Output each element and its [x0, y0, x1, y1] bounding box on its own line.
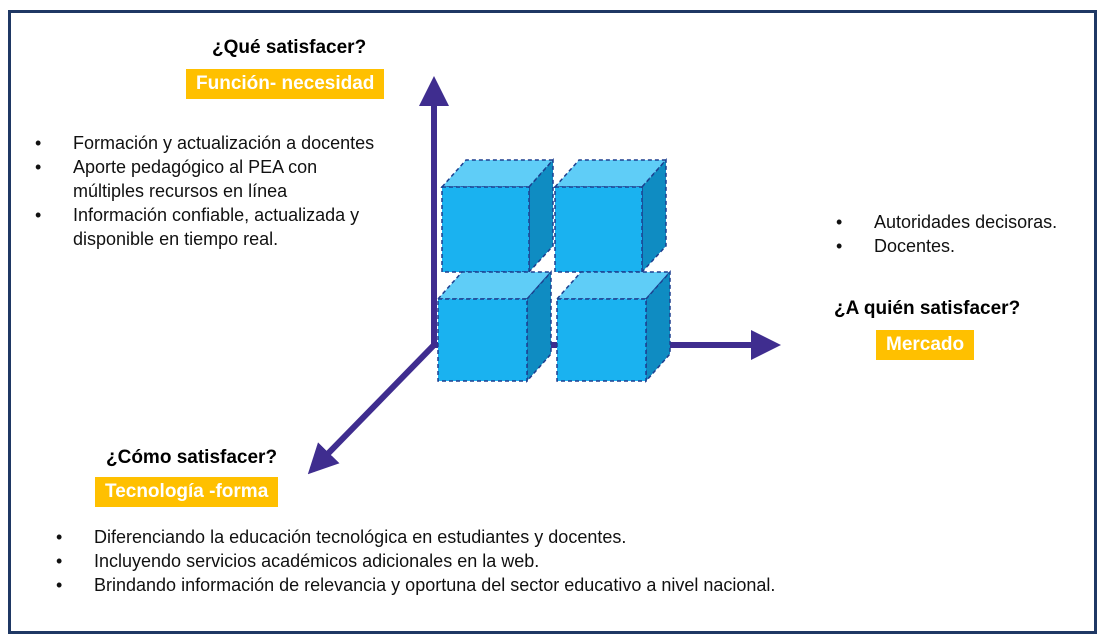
top-axis-question: ¿Qué satisfacer? — [212, 37, 367, 58]
top-axis-tag: Función- necesidad — [186, 69, 385, 99]
cube-top-left — [440, 158, 555, 274]
left-bullet-item: Aporte pedagógico al PEA con múltiples r… — [35, 155, 375, 203]
right-axis-question: ¿A quién satisfacer? — [834, 298, 1021, 319]
bottom-bullet-item: Brindando información de relevancia y op… — [56, 573, 856, 597]
cube-top-right — [553, 158, 668, 274]
right-bullet-list: Autoridades decisoras. Docentes. — [836, 210, 1106, 258]
right-bullet-item: Autoridades decisoras. — [836, 210, 1106, 234]
bottom-bullet-item: Diferenciando la educación tecnológica e… — [56, 525, 856, 549]
bottom-bullet-list: Diferenciando la educación tecnológica e… — [56, 525, 856, 597]
cube-bottom-left — [436, 270, 553, 383]
bottom-axis-question: ¿Cómo satisfacer? — [106, 447, 278, 468]
right-bullet-item: Docentes. — [836, 234, 1106, 258]
left-bullet-item: Información confiable, actualizada y dis… — [35, 203, 375, 251]
cube-bottom-right — [555, 270, 672, 383]
left-bullet-list: Formación y actualización a docentes Apo… — [35, 131, 375, 251]
left-bullet-item: Formación y actualización a docentes — [35, 131, 375, 155]
bottom-axis-tag: Tecnología -forma — [95, 477, 279, 507]
right-axis-tag: Mercado — [876, 330, 975, 360]
depth-axis — [307, 342, 437, 475]
bottom-bullet-item: Incluyendo servicios académicos adiciona… — [56, 549, 856, 573]
